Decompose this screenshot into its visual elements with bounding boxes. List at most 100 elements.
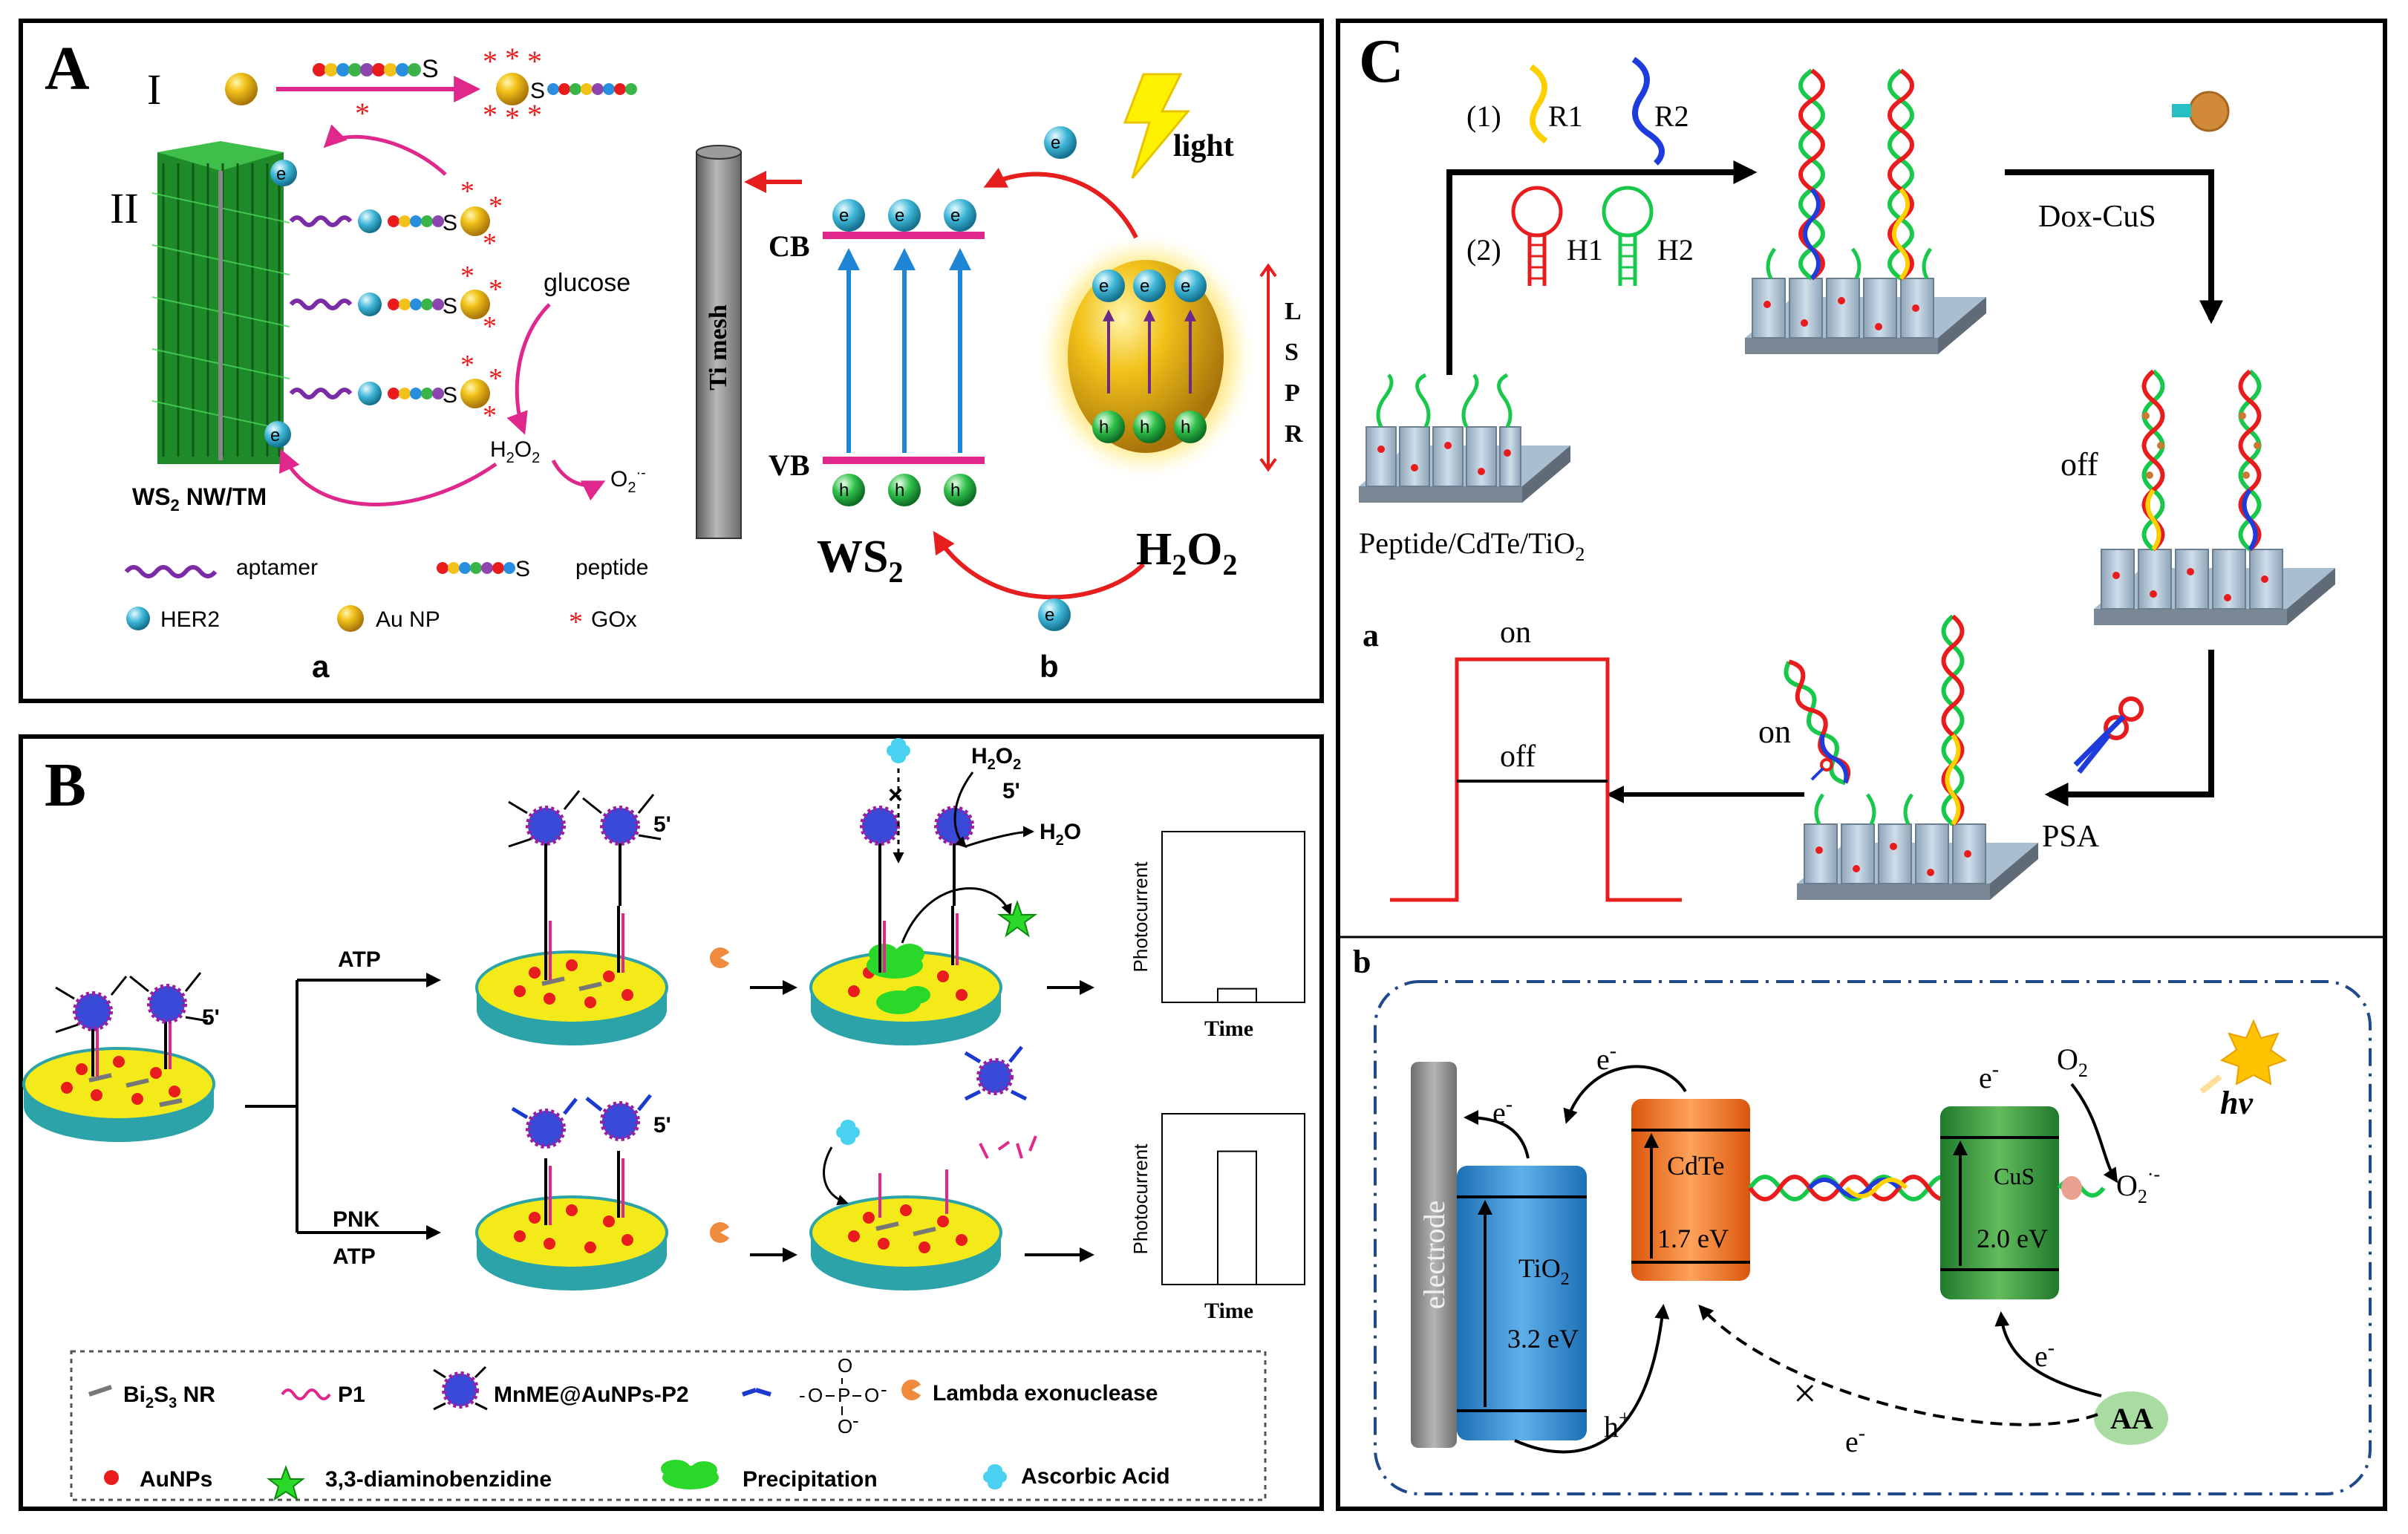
svg-text:e: e [1045,605,1054,625]
bottom-electron: e [1038,598,1071,631]
blocked-x: × [888,781,903,809]
svg-text:*: * [489,274,503,305]
panel-a-legend: aptamer S peptide HER2 Au NP * GOx [124,555,648,638]
ti-mesh-electrode: Ti mesh [696,145,742,539]
ascorbic-acid-icon-bottom [836,1120,860,1145]
r2-label: R2 [1654,99,1689,133]
photocurrent-chart-top: Photocurrent Time [1129,831,1305,1041]
panel-c-letter: C [1359,27,1404,96]
svg-text:e: e [839,206,849,226]
cus-block: CuS 2.0 eV [1940,1106,2106,1299]
aa-ball: AA [2094,1391,2168,1445]
blocked-aa-arrow [1698,1305,2098,1426]
sun-icon [2199,1019,2288,1094]
aptamer-conjugate-1: S * * * [289,176,503,259]
tio2-block: TiO2 3.2 eV [1457,1166,1587,1440]
svg-text:S: S [1285,339,1299,366]
panel-b-letter: B [45,751,86,820]
cb-label: CB [769,229,810,263]
svg-text:e: e [270,425,280,445]
lambda-exo-icon-bottom [710,1222,731,1243]
substrate-start [1359,373,1570,503]
svg-text:h: h [950,480,960,500]
h2o2-small-label: H2O2 [490,437,540,466]
svg-text:h: h [839,480,849,500]
electrode-label: electrode [1417,1201,1451,1310]
substrate-assembled [1745,68,1986,354]
svg-text:*: * [483,400,497,431]
svg-text:HER2: HER2 [160,607,220,632]
svg-text:*: * [489,191,503,222]
flow-arrow-1 [1446,160,1758,375]
h1-label: H1 [1567,233,1603,267]
svg-text:*: * [527,45,542,78]
svg-text:P: P [838,1384,850,1406]
svg-text:P: P [1285,379,1300,407]
peptide-substrate-label: Peptide/CdTe/TiO2 [1359,526,1585,565]
five-prime-label-3: 5' [1002,779,1020,803]
gox-loading-arrow [323,124,447,176]
dab-star [996,899,1038,938]
svg-text:h: h [895,480,904,500]
flow-arrow-2 [2005,169,2223,324]
superoxide-label: O2·- [610,465,646,496]
top-electron: e [1044,126,1077,159]
mnme-probes-start [55,972,209,1077]
chart-xlabel-bottom: Time [1204,1299,1253,1323]
svg-text:*: * [505,42,520,75]
svg-text:e: e [276,164,286,184]
vb-band [823,457,985,464]
ascorbic-acid-icon-top [887,738,910,763]
svg-text:*: * [483,45,497,78]
light-label: light [1173,129,1234,163]
legend-p1: P1 [338,1383,365,1407]
energy-diagram-frame [1374,980,2372,1495]
h2o2-big-label: H2O2 [1136,524,1237,581]
ws2-nanowire-bundle [151,141,290,464]
svg-text:*: * [569,607,583,638]
blocked-cross: × [1793,1371,1817,1417]
lambda-exo-icon-top [710,947,731,968]
svg-text:aptamer: aptamer [236,555,318,580]
e-aa-label: e- [1845,1422,1865,1458]
svg-text:e: e [1099,276,1109,296]
electrode-disc-bottom-1 [475,1094,668,1290]
substrate-on [1784,614,2038,900]
ws2-big-label: WS2 [817,532,903,589]
svg-text:S: S [443,294,457,319]
svg-text:*: * [483,311,497,342]
light-bolt-icon [1123,73,1191,179]
h2-hairpin [1602,186,1654,286]
svg-text:S: S [515,557,530,581]
panel-a-sub-a: a [312,649,330,684]
off-state-label: off [2060,446,2098,483]
released-probe [964,1045,1037,1159]
photocurrent-chart-bottom: Photocurrent Time [1129,1113,1305,1323]
atp-label-top: ATP [338,947,381,972]
chart-xlabel-top: Time [1204,1016,1253,1041]
her2-electron-top: e [270,160,297,186]
svg-text:O: O [838,1354,852,1377]
svg-text:*: * [460,176,474,207]
svg-text:-: - [799,1384,806,1406]
signal-off-label: off [1500,740,1536,774]
svg-text:*: * [527,98,542,131]
svg-text:GOx: GOx [591,607,637,632]
dna-linker [1748,1175,1960,1201]
o2-label: O2 [2057,1042,2088,1081]
svg-text:*: * [460,261,474,292]
electrode-disc-top-1 [475,790,668,1045]
legend-precip: Precipitation [743,1467,878,1492]
svg-text:Au NP: Au NP [376,607,440,632]
tio2-energy: 3.2 eV [1507,1324,1579,1354]
aptamer-conjugate-2: S * * * [289,261,503,342]
legend-dab: 3,3-diaminobenzidine [325,1467,552,1492]
svg-text:O: O [838,1415,852,1437]
h2o2-to-electrode-arrow [279,448,497,506]
tio2-label: TiO2 [1518,1253,1570,1289]
hv-label: hν [2220,1085,2253,1121]
svg-text:L: L [1285,298,1302,325]
lspr-label: L S P R [1285,298,1303,448]
electrode-disc-start [22,1047,215,1142]
svg-text:*: * [460,350,474,381]
